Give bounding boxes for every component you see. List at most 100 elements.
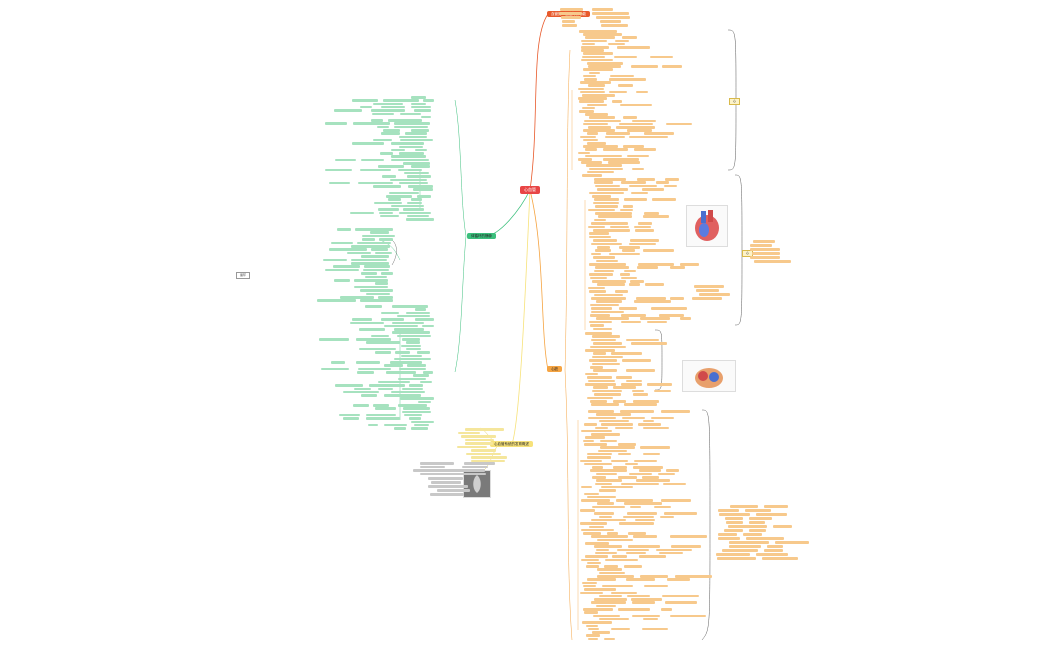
leaf-node[interactable] — [374, 282, 389, 285]
leaf-node[interactable] — [595, 482, 612, 486]
leaf-node[interactable] — [650, 416, 675, 420]
leaf-node[interactable] — [724, 517, 743, 520]
leaf-node[interactable] — [359, 299, 393, 302]
leaf-node[interactable] — [323, 258, 347, 262]
leaf-node[interactable] — [587, 637, 598, 641]
leaf-node[interactable] — [641, 188, 665, 191]
leaf-node[interactable] — [414, 148, 428, 152]
leaf-node[interactable] — [406, 214, 430, 218]
leaf-node[interactable] — [754, 260, 792, 263]
leaf-node[interactable] — [646, 320, 667, 324]
leaf-node[interactable] — [580, 522, 607, 525]
leaf-node[interactable] — [377, 125, 390, 129]
leaf-node[interactable] — [589, 290, 607, 293]
leaf-node[interactable] — [667, 578, 691, 581]
leaf-node[interactable] — [596, 502, 614, 505]
leaf-node[interactable] — [614, 426, 634, 429]
leaf-node[interactable] — [596, 472, 618, 476]
leaf-node[interactable] — [590, 222, 628, 225]
leaf-node[interactable] — [583, 588, 616, 591]
leaf-node[interactable] — [637, 263, 674, 266]
leaf-node[interactable] — [583, 74, 596, 78]
leaf-node[interactable] — [583, 119, 622, 123]
leaf-node[interactable] — [350, 211, 374, 214]
leaf-node[interactable] — [618, 307, 638, 310]
leaf-node[interactable] — [625, 369, 656, 372]
leaf-node[interactable] — [598, 419, 630, 423]
leaf-node[interactable] — [591, 335, 621, 338]
leaf-node[interactable] — [585, 164, 623, 167]
leaf-node[interactable] — [419, 462, 455, 465]
leaf-node[interactable] — [330, 241, 353, 245]
leaf-node[interactable] — [594, 181, 614, 184]
branch-veins[interactable]: 体循环的静脉 — [467, 233, 496, 239]
leaf-node[interactable] — [717, 537, 740, 540]
leaf-node[interactable] — [756, 513, 787, 516]
leaf-node[interactable] — [378, 387, 394, 390]
leaf-node[interactable] — [582, 581, 598, 585]
leaf-node[interactable] — [640, 317, 670, 320]
leaf-node[interactable] — [403, 162, 430, 165]
leaf-node[interactable] — [335, 384, 363, 387]
leaf-node[interactable] — [372, 138, 393, 142]
leaf-node[interactable] — [621, 36, 637, 39]
leaf-node[interactable] — [391, 148, 406, 152]
leaf-node[interactable] — [374, 251, 393, 255]
leaf-node[interactable] — [588, 627, 600, 631]
leaf-node[interactable] — [580, 39, 608, 43]
leaf-node[interactable] — [586, 103, 607, 107]
leaf-node[interactable] — [583, 443, 607, 446]
leaf-node[interactable] — [357, 371, 375, 374]
leaf-node[interactable] — [581, 55, 606, 59]
leaf-node[interactable] — [590, 601, 626, 604]
leaf-node[interactable] — [583, 78, 598, 81]
leaf-node[interactable] — [403, 413, 422, 417]
leaf-node[interactable] — [578, 30, 617, 33]
leaf-node[interactable] — [590, 366, 604, 369]
leaf-node[interactable] — [586, 561, 601, 565]
leaf-node[interactable] — [618, 122, 653, 126]
leaf-node[interactable] — [342, 390, 380, 394]
leaf-node[interactable] — [592, 355, 624, 359]
leaf-node[interactable] — [593, 386, 608, 389]
leaf-node[interactable] — [595, 426, 608, 429]
leaf-node[interactable] — [466, 452, 501, 455]
leaf-node[interactable] — [607, 42, 625, 46]
leaf-node[interactable] — [637, 423, 661, 426]
leaf-node[interactable] — [634, 148, 657, 151]
leaf-node[interactable] — [398, 152, 425, 155]
leaf-node[interactable] — [753, 240, 775, 243]
leaf-node[interactable] — [660, 499, 691, 502]
leaf-node[interactable] — [585, 332, 612, 335]
leaf-node[interactable] — [661, 594, 700, 598]
leaf-node[interactable] — [643, 132, 674, 135]
leaf-node[interactable] — [620, 314, 647, 317]
leaf-node[interactable] — [350, 321, 385, 324]
leaf-node[interactable] — [404, 171, 429, 175]
callout-heart-top[interactable]: 心 — [729, 98, 741, 105]
leaf-node[interactable] — [591, 505, 626, 509]
leaf-node[interactable] — [591, 310, 625, 314]
leaf-node[interactable] — [718, 533, 737, 536]
leaf-node[interactable] — [353, 122, 390, 125]
leaf-node[interactable] — [634, 518, 655, 522]
leaf-node[interactable] — [411, 96, 427, 99]
leaf-node[interactable] — [584, 555, 609, 558]
leaf-node[interactable] — [599, 515, 612, 519]
leaf-node[interactable] — [592, 327, 613, 331]
leaf-node[interactable] — [621, 359, 651, 362]
leaf-node[interactable] — [316, 299, 356, 302]
leaf-node[interactable] — [365, 305, 382, 308]
leaf-node[interactable] — [400, 397, 434, 400]
leaf-node[interactable] — [637, 222, 652, 225]
leaf-node[interactable] — [582, 122, 608, 126]
leaf-node[interactable] — [366, 292, 390, 296]
leaf-node[interactable] — [636, 90, 649, 94]
leaf-node[interactable] — [592, 476, 607, 479]
leaf-node[interactable] — [623, 145, 644, 148]
leaf-node[interactable] — [750, 244, 772, 247]
leaf-node[interactable] — [656, 181, 670, 184]
leaf-node[interactable] — [594, 178, 627, 181]
leaf-node[interactable] — [339, 413, 360, 417]
leaf-node[interactable] — [410, 165, 431, 168]
